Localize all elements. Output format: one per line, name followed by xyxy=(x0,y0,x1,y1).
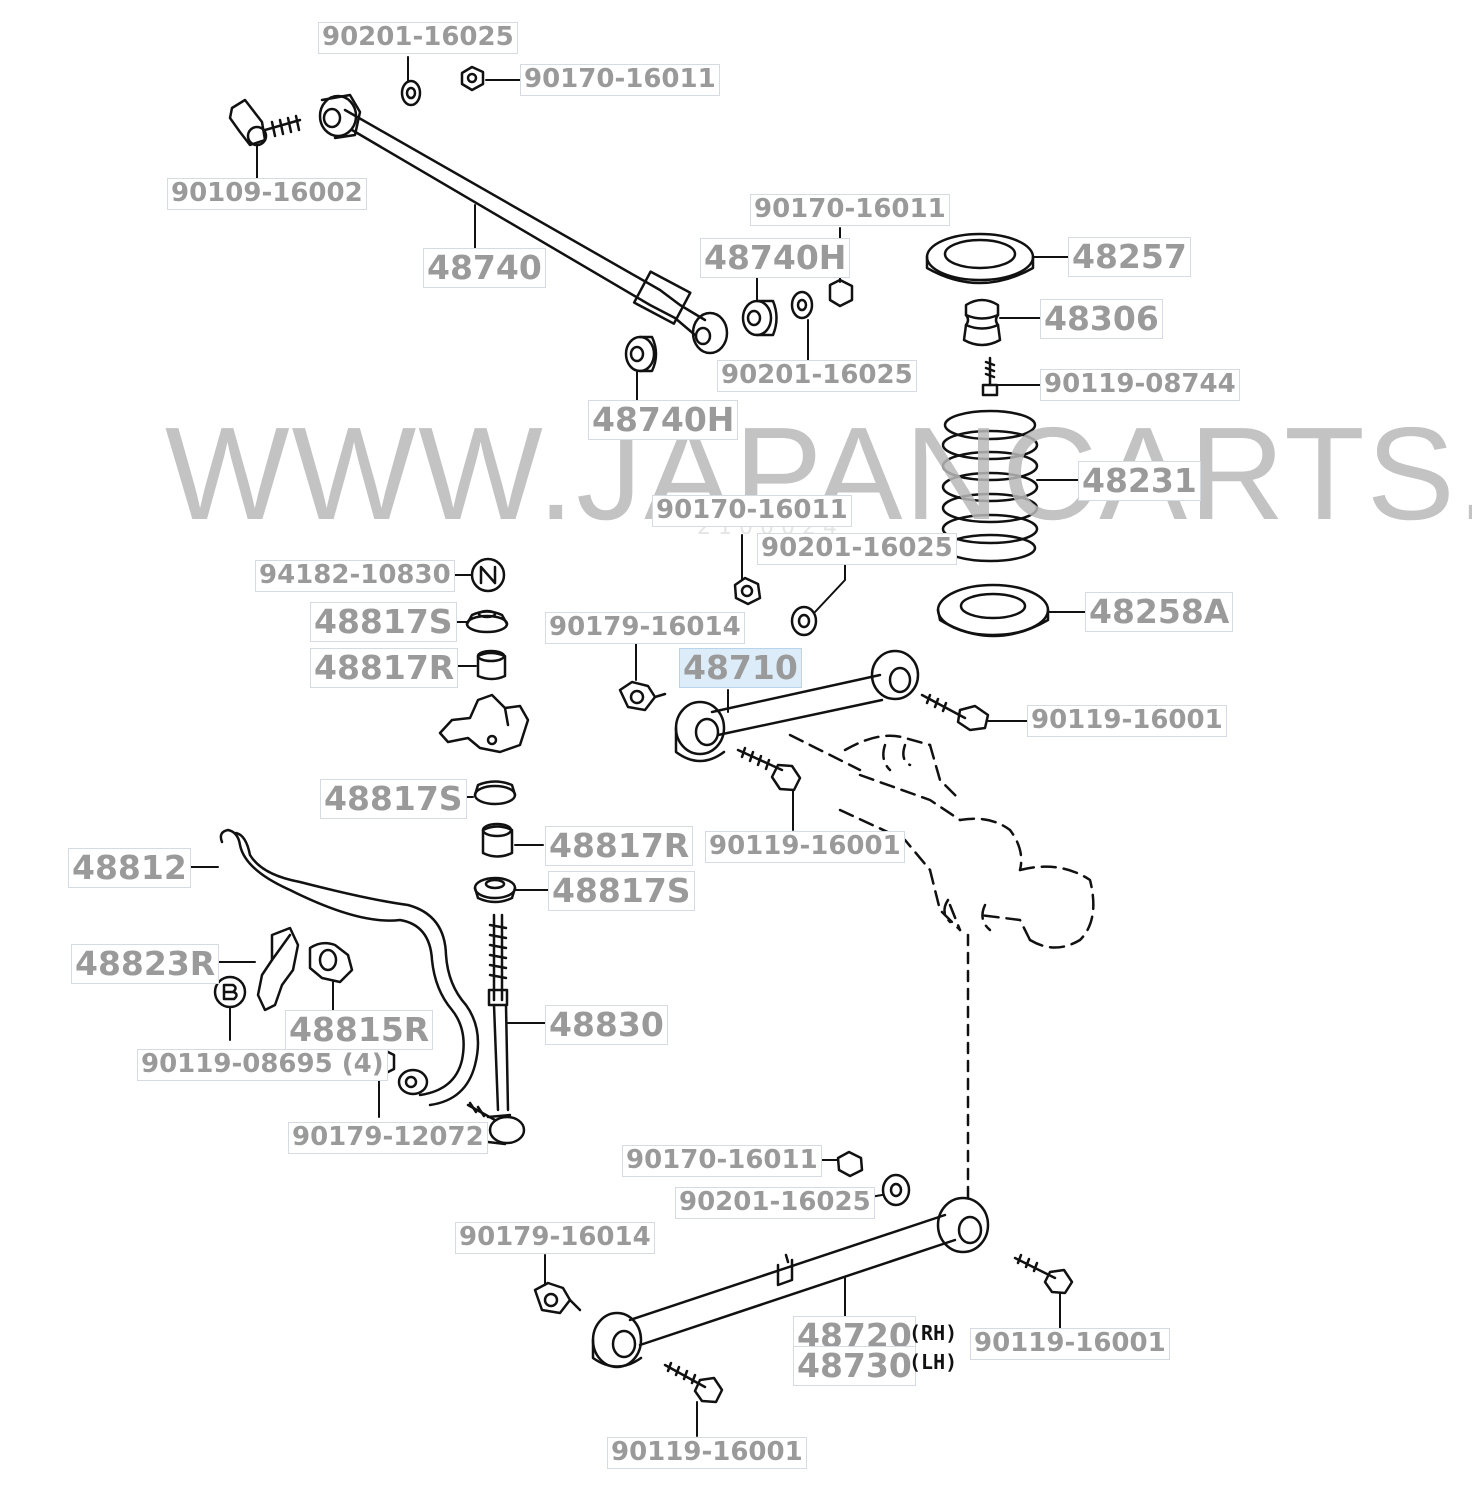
nut-94182 xyxy=(470,557,506,593)
nut-90179-16014-b xyxy=(533,1281,582,1315)
label-90119-16001-b[interactable]: 90119-16001 xyxy=(705,831,905,863)
label-90119-08695[interactable]: 90119-08695 (4) xyxy=(137,1049,388,1081)
tag-lh: (LH) xyxy=(909,1350,958,1374)
bolt-90119-16001-a xyxy=(920,693,990,732)
bolt-90119-16001-c xyxy=(1013,1253,1074,1295)
label-90119-16001-a[interactable]: 90119-16001 xyxy=(1027,705,1227,737)
retainer-48817S-2 xyxy=(473,780,517,806)
nut-90170-bot xyxy=(836,1150,864,1178)
stabilizer-bracket xyxy=(438,693,530,754)
tag-rh: (RH) xyxy=(909,1321,958,1345)
washer-90201-bot xyxy=(881,1173,911,1207)
label-48815R[interactable]: 48815R xyxy=(285,1010,434,1050)
label-90119-16001-c[interactable]: 90119-16001 xyxy=(970,1328,1170,1360)
label-48306[interactable]: 48306 xyxy=(1040,299,1163,339)
label-90170-16011-top[interactable]: 90170-16011 xyxy=(520,64,720,96)
label-94182-10830[interactable]: 94182-10830 xyxy=(255,560,455,592)
label-48823R[interactable]: 48823R xyxy=(71,944,220,984)
washer-90201-top xyxy=(400,79,422,107)
label-90119-08744[interactable]: 90119-08744 xyxy=(1040,369,1240,401)
label-48258A[interactable]: 48258A xyxy=(1085,592,1234,632)
axle-housing xyxy=(788,733,1095,1202)
label-48257[interactable]: 48257 xyxy=(1068,237,1191,277)
lateral-rod-48740 xyxy=(318,93,729,355)
bolt-90119-08695 xyxy=(213,975,247,1009)
label-48730[interactable]: 48730 xyxy=(793,1346,916,1386)
label-90201-16025-c[interactable]: 90201-16025 xyxy=(757,533,957,565)
label-48817S-1[interactable]: 48817S xyxy=(310,602,457,642)
label-90201-16025-top[interactable]: 90201-16025 xyxy=(318,22,518,54)
label-48740[interactable]: 48740 xyxy=(423,248,546,288)
label-90201-16025-mid[interactable]: 90201-16025 xyxy=(717,360,917,392)
retainer-48817S-1 xyxy=(465,609,509,634)
label-48231[interactable]: 48231 xyxy=(1078,461,1201,501)
label-90179-16014-a[interactable]: 90179-16014 xyxy=(545,612,745,644)
stabilizer-link-48830 xyxy=(466,913,526,1146)
label-48740H-bot[interactable]: 48740H xyxy=(588,400,739,440)
washer-90201-c xyxy=(790,605,818,637)
label-48817S-2[interactable]: 48817S xyxy=(320,779,467,819)
bushing-48815R xyxy=(308,941,354,984)
lower-control-arm-48720 xyxy=(591,1196,990,1369)
upper-control-arm-48710 xyxy=(674,649,920,763)
insulator-48258A xyxy=(936,583,1050,638)
nut-90179-16014-a xyxy=(618,680,667,712)
label-90201-16025-bot[interactable]: 90201-16025 xyxy=(675,1187,875,1219)
bolt-90119-16001-d xyxy=(663,1361,724,1404)
retainer-48817S-3 xyxy=(473,876,517,904)
bushing-48740H-bot xyxy=(624,335,658,373)
cushion-48817R-2 xyxy=(481,822,514,858)
bracket-48823R xyxy=(256,926,300,1012)
nut-90170-c xyxy=(733,576,762,606)
bolt-90119-08744 xyxy=(981,356,999,397)
label-90109-16002[interactable]: 90109-16002 xyxy=(167,178,367,210)
label-48817R-2[interactable]: 48817R xyxy=(545,826,694,866)
label-48817R-1[interactable]: 48817R xyxy=(310,648,459,688)
nut-90170-top xyxy=(460,65,485,92)
label-90170-16011-bot[interactable]: 90170-16011 xyxy=(622,1145,822,1177)
label-48817S-3[interactable]: 48817S xyxy=(548,871,695,911)
label-48830[interactable]: 48830 xyxy=(545,1005,668,1045)
stabilizer-bar-48812 xyxy=(219,828,480,1107)
nut-90170-mid xyxy=(828,278,854,308)
insulator-48257 xyxy=(925,232,1035,285)
label-90170-16011-c[interactable]: 90170-16011 xyxy=(652,495,852,527)
label-90170-16011-mid[interactable]: 90170-16011 xyxy=(750,194,950,226)
bump-stopper-48306 xyxy=(962,298,1002,347)
washer-90201-mid xyxy=(790,290,814,320)
cushion-48817R-1 xyxy=(476,649,507,681)
bracket-90109 xyxy=(228,98,302,147)
bolt-90119-16001-b xyxy=(736,746,802,792)
bushing-48740H-top xyxy=(741,299,778,337)
label-90119-16001-d[interactable]: 90119-16001 xyxy=(607,1437,807,1469)
label-48710[interactable]: 48710 xyxy=(679,648,802,688)
label-48812[interactable]: 48812 xyxy=(68,848,191,888)
label-90179-12072[interactable]: 90179-12072 xyxy=(288,1122,488,1154)
label-90179-16014-b[interactable]: 90179-16014 xyxy=(455,1222,655,1254)
label-48740H-top[interactable]: 48740H xyxy=(700,238,851,278)
